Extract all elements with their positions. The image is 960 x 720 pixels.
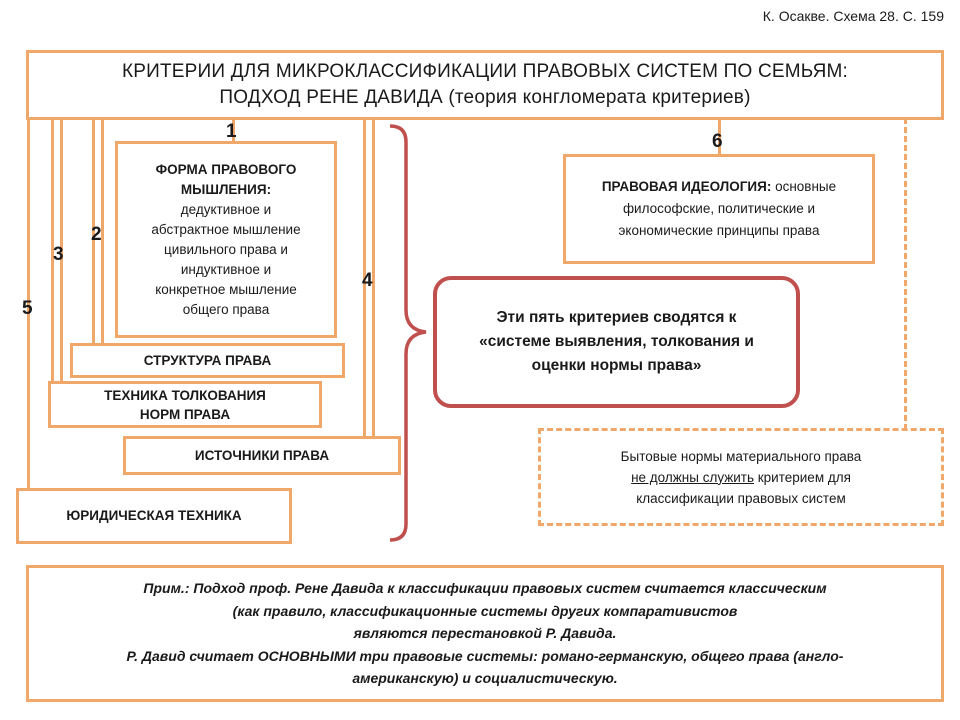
connector-line-2-inner [101,118,104,345]
title-box: КРИТЕРИИ ДЛЯ МИКРОКЛАССИФИКАЦИИ ПРАВОВЫХ… [26,50,944,120]
legal-ideology-heading: ПРАВОВАЯ ИДЕОЛОГИЯ: [601,179,772,194]
interpretation-technique-line-2: НОРМ ПРАВА [139,406,231,422]
summary-line-2: «системе выявления, толкования и [479,333,754,350]
legal-thinking-text-5: конкретное мышление [155,281,297,297]
sources-of-law-box: ИСТОЧНИКИ ПРАВА [123,436,401,475]
legal-thinking-text-2: абстрактное мышление [151,221,301,237]
title-line-1: КРИТЕРИИ ДЛЯ МИКРОКЛАССИФИКАЦИИ ПРАВОВЫХ… [121,61,849,82]
summary-line-3: оценки нормы права» [531,357,702,374]
legal-thinking-text-4: индуктивное и [180,261,272,277]
structure-of-law-label: СТРУКТУРА ПРАВА [143,352,272,368]
note-line-2: (как правило, классификационные системы … [232,602,738,619]
legal-technique-label: ЮРИДИЧЕСКАЯ ТЕХНИКА [66,508,242,523]
structure-of-law-box: СТРУКТУРА ПРАВА [70,343,345,378]
legal-ideology-box: ПРАВОВАЯ ИДЕОЛОГИЯ: основные философские… [563,154,875,264]
number-5: 5 [22,298,33,319]
legal-technique-box: ЮРИДИЧЕСКАЯ ТЕХНИКА [16,488,292,544]
number-2: 2 [91,224,102,245]
title-subtitle: (теория конгломерата критериев) [442,87,751,108]
legal-ideology-text-3: экономические принципы права [618,223,820,238]
note-line-1: Прим.: Подход проф. Рене Давида к класси… [143,580,827,597]
connector-line-2-outer [92,118,95,345]
summary-box: Эти пять критериев сводятся к «системе в… [433,276,800,408]
number-1: 1 [226,121,237,142]
number-6: 6 [712,131,723,152]
connector-line-1 [232,118,235,143]
legal-thinking-text-1: дедуктивное и [180,201,272,217]
number-3: 3 [53,244,64,265]
legal-ideology-line-1: ПРАВОВАЯ ИДЕОЛОГИЯ: основные [602,176,836,198]
note-box: Прим.: Подход проф. Рене Давида к класси… [26,565,944,702]
legal-thinking-text-6: общего права [182,301,270,317]
note-line-5: американскую) и социалистическую. [352,670,618,687]
title-line-2: ПОДХОД РЕНЕ ДАВИДА (теория конгломерата … [219,85,750,111]
interpretation-technique-line-1: ТЕХНИКА ТОЛКОВАНИЯ [104,387,266,403]
connector-line-3-outer [51,118,54,383]
connector-line-3-inner [60,118,63,383]
household-norms-line-2: не должны служить критерием для [631,467,851,488]
connector-line-6 [718,118,721,156]
household-norms-text: критерием для [754,469,851,485]
legal-ideology-text-1: основные [771,179,837,194]
curly-bracket [389,124,427,542]
legal-thinking-heading-2: МЫШЛЕНИЯ: [180,181,272,197]
connector-line-4-inner [372,118,375,438]
interpretation-technique-box: ТЕХНИКА ТОЛКОВАНИЯ НОРМ ПРАВА [48,381,322,428]
number-4: 4 [362,270,373,291]
note-line-4: Р. Давид считает ОСНОВНЫМИ три правовые … [126,647,844,664]
source-reference: К. Осакве. Схема 28. С. 159 [762,8,944,24]
connector-line-5 [27,118,30,490]
summary-line-1: Эти пять критериев сводятся к [496,309,737,326]
legal-thinking-heading-1: ФОРМА ПРАВОВОГО [155,161,297,177]
household-norms-box: Бытовые нормы материального права не дол… [538,428,944,526]
legal-ideology-text-2: философские, политические и [622,201,816,216]
legal-thinking-box: ФОРМА ПРАВОВОГО МЫШЛЕНИЯ: дедуктивное и … [115,141,337,338]
connector-line-dashed [904,118,907,430]
title-main: ПОДХОД РЕНЕ ДАВИДА [219,87,443,108]
household-norms-underlined: не должны служить [631,469,755,485]
household-norms-line-1: Бытовые нормы материального права [620,448,862,464]
connector-line-4-outer [363,118,366,438]
note-line-3: являются перестановкой Р. Давида. [353,625,617,642]
household-norms-line-3: классификации правовых систем [636,490,846,506]
legal-thinking-text-3: цивильного права и [164,241,288,257]
sources-of-law-label: ИСТОЧНИКИ ПРАВА [194,447,330,463]
